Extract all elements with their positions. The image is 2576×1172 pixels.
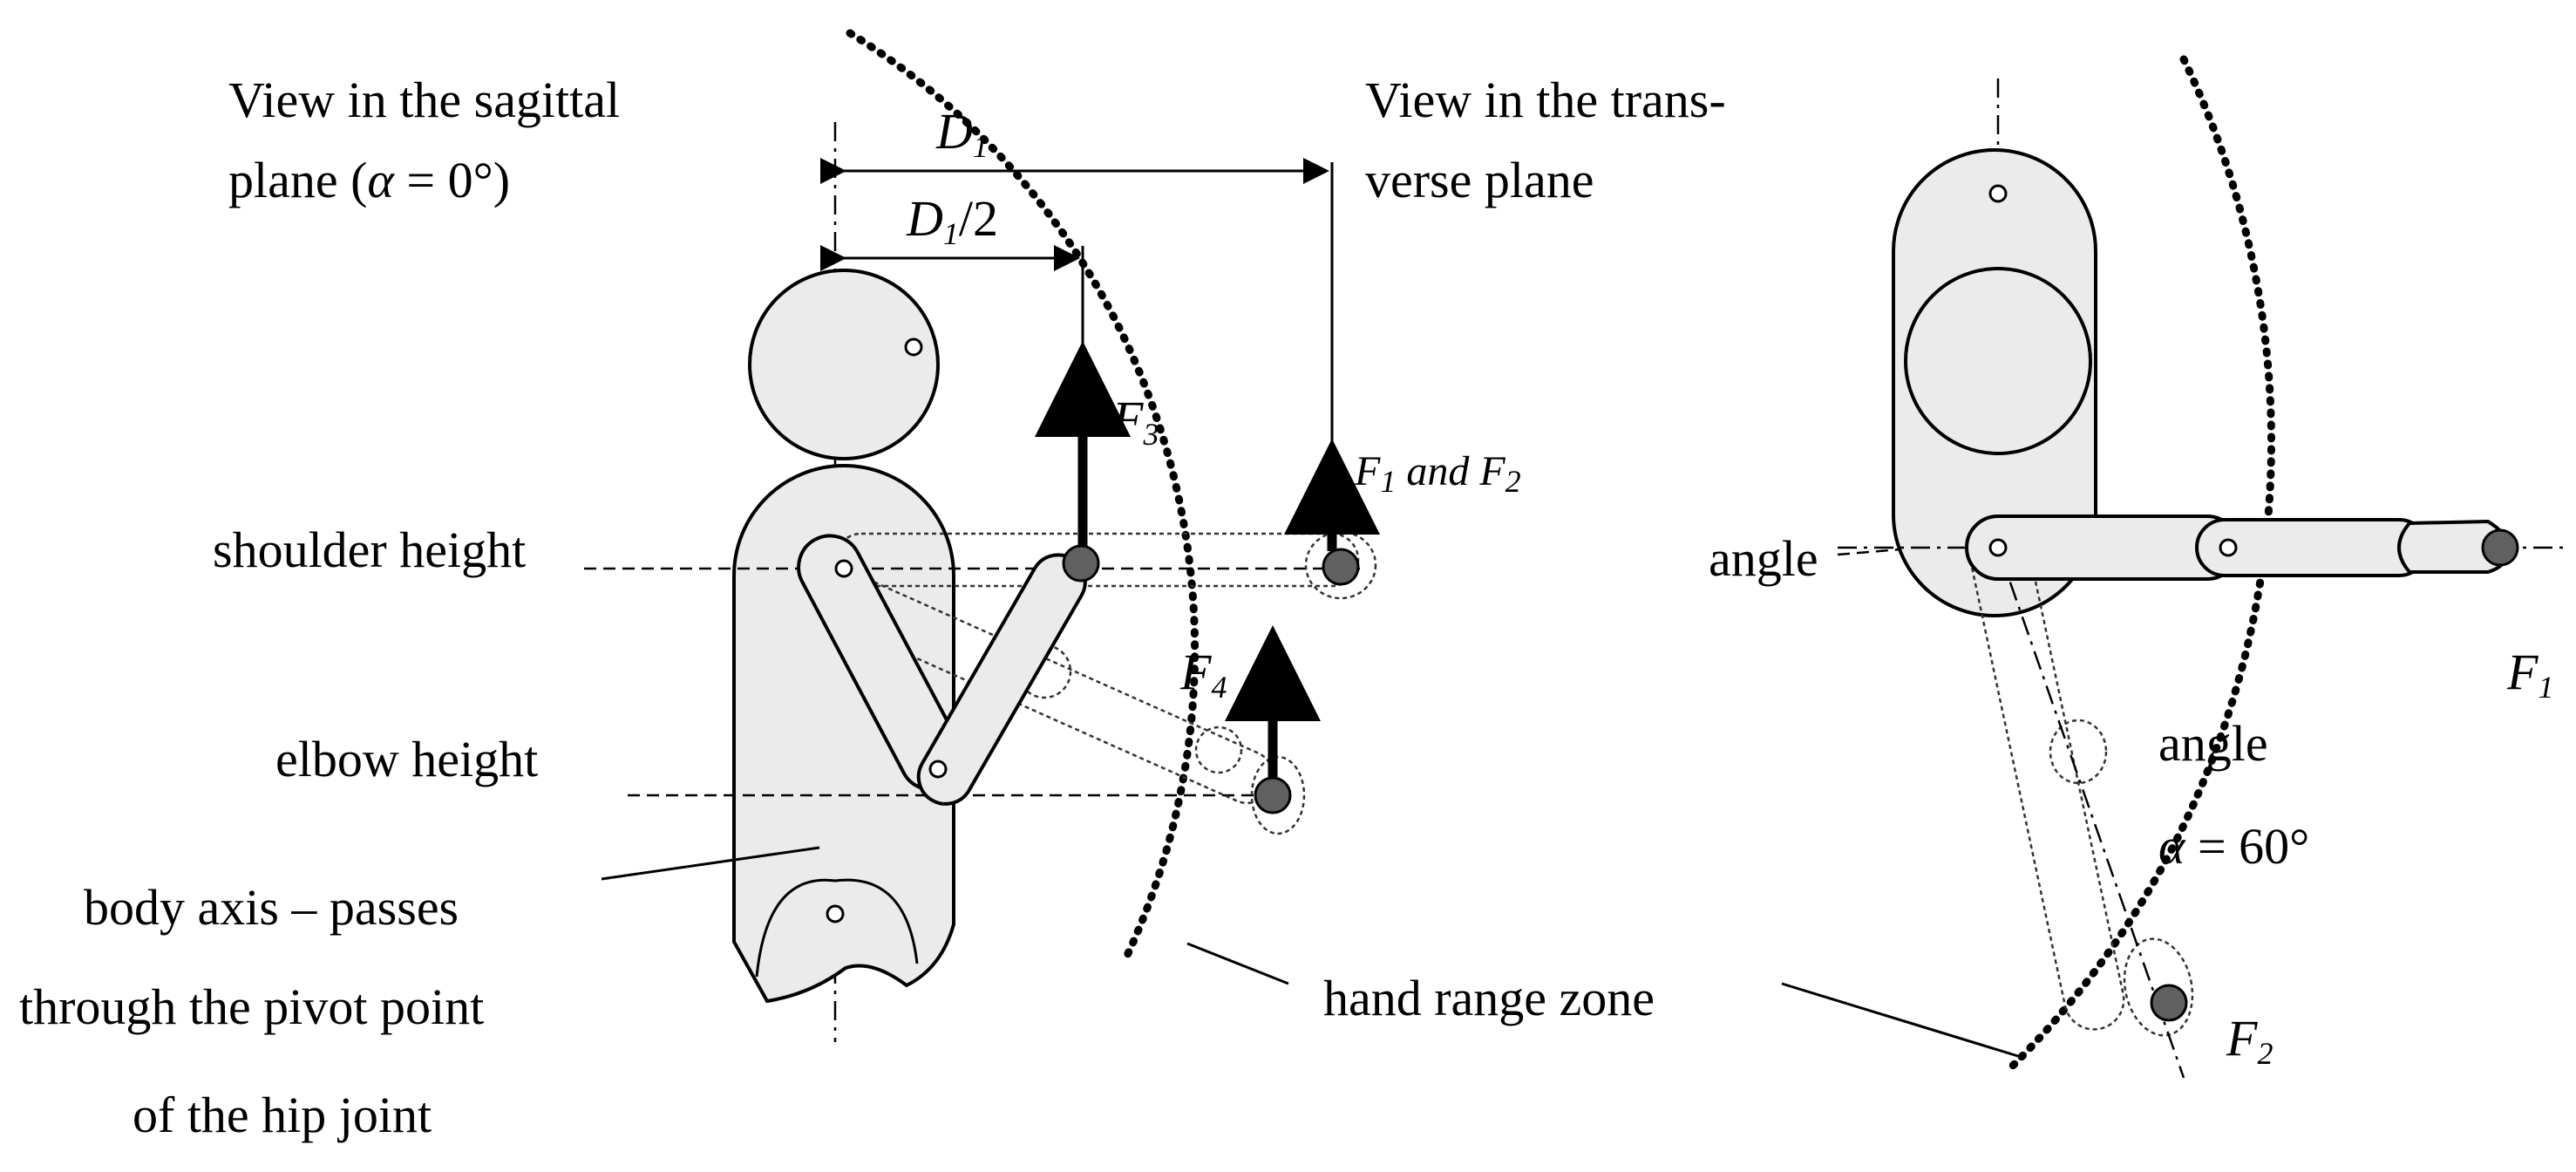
hand-point-f1-top	[2481, 528, 2519, 567]
force-label-f2-top: F2	[2226, 1010, 2273, 1071]
shoulder-height-label: shoulder height	[213, 521, 526, 578]
transverse-title-line2: verse plane	[1365, 152, 1594, 208]
ghost-elbow-60deg	[2049, 719, 2108, 785]
force-label-f3: F3	[1111, 391, 1159, 452]
eye-marker	[904, 337, 923, 357]
hand-point-f4	[1254, 776, 1292, 814]
shoulder-pivot-top	[1988, 538, 2008, 557]
ghost-elbow-b	[1194, 726, 1243, 774]
hand-range-leader-right	[1781, 982, 2022, 1059]
body-axis-leader	[601, 846, 820, 881]
elbow-joint	[928, 760, 948, 779]
ghost-arm-horizontal	[833, 532, 1360, 588]
force-label-f1-top: F1	[2506, 644, 2553, 705]
hip-pivot	[826, 904, 845, 923]
nose-marker	[1988, 184, 2008, 203]
head-top-view	[1904, 267, 2092, 455]
hand-range-leader-left	[1186, 942, 1289, 985]
sagittal-title-line1: View in the sagittal	[228, 72, 620, 128]
hand-point-f1	[1322, 548, 1360, 586]
hand-range-arc-right	[2005, 55, 2275, 1073]
ghost-hand-60deg	[2123, 937, 2194, 1037]
head	[748, 269, 940, 460]
body-axis-label-line2: through the pivot point	[19, 978, 484, 1035]
alpha-60-label: α = 60°	[2158, 818, 2309, 875]
force-label-f4: F4	[1179, 644, 1227, 705]
angle-label-left: angle	[1709, 530, 1818, 587]
d1-label: D1	[935, 103, 989, 164]
hand-point-f3	[1062, 544, 1100, 583]
hand-range-arc-left	[846, 29, 1200, 965]
angle-left-leader	[1837, 548, 1901, 556]
transverse-view: View in the trans- verse plane angle ang…	[1365, 55, 2563, 1079]
elbow-height-label: elbow height	[275, 731, 538, 787]
force-label-f1-and-f2: F1 and F2	[1354, 448, 1521, 499]
sagittal-title-line2: plane (α = 0°)	[228, 152, 510, 208]
transverse-title-line1: View in the trans-	[1365, 72, 1726, 128]
sagittal-view: View in the sagittal plane (α = 0°) D1 D…	[19, 29, 1655, 1143]
d1-half-label: D1/2	[906, 190, 998, 251]
ghost-axis-60deg	[1996, 547, 2185, 1079]
shoulder-joint	[834, 559, 853, 578]
elbow-pivot-top	[2219, 538, 2238, 557]
hand-point-f2-top	[2150, 984, 2188, 1022]
hand-range-zone-label: hand range zone	[1323, 970, 1655, 1026]
body-axis-label-line1: body axis – passes	[84, 879, 459, 936]
torso	[732, 464, 955, 1004]
body-axis-label-line3: of the hip joint	[133, 1087, 432, 1143]
ghost-hand-f4	[1250, 755, 1306, 835]
angle-label-right: angle	[2158, 715, 2268, 772]
hip-outline	[755, 878, 919, 978]
